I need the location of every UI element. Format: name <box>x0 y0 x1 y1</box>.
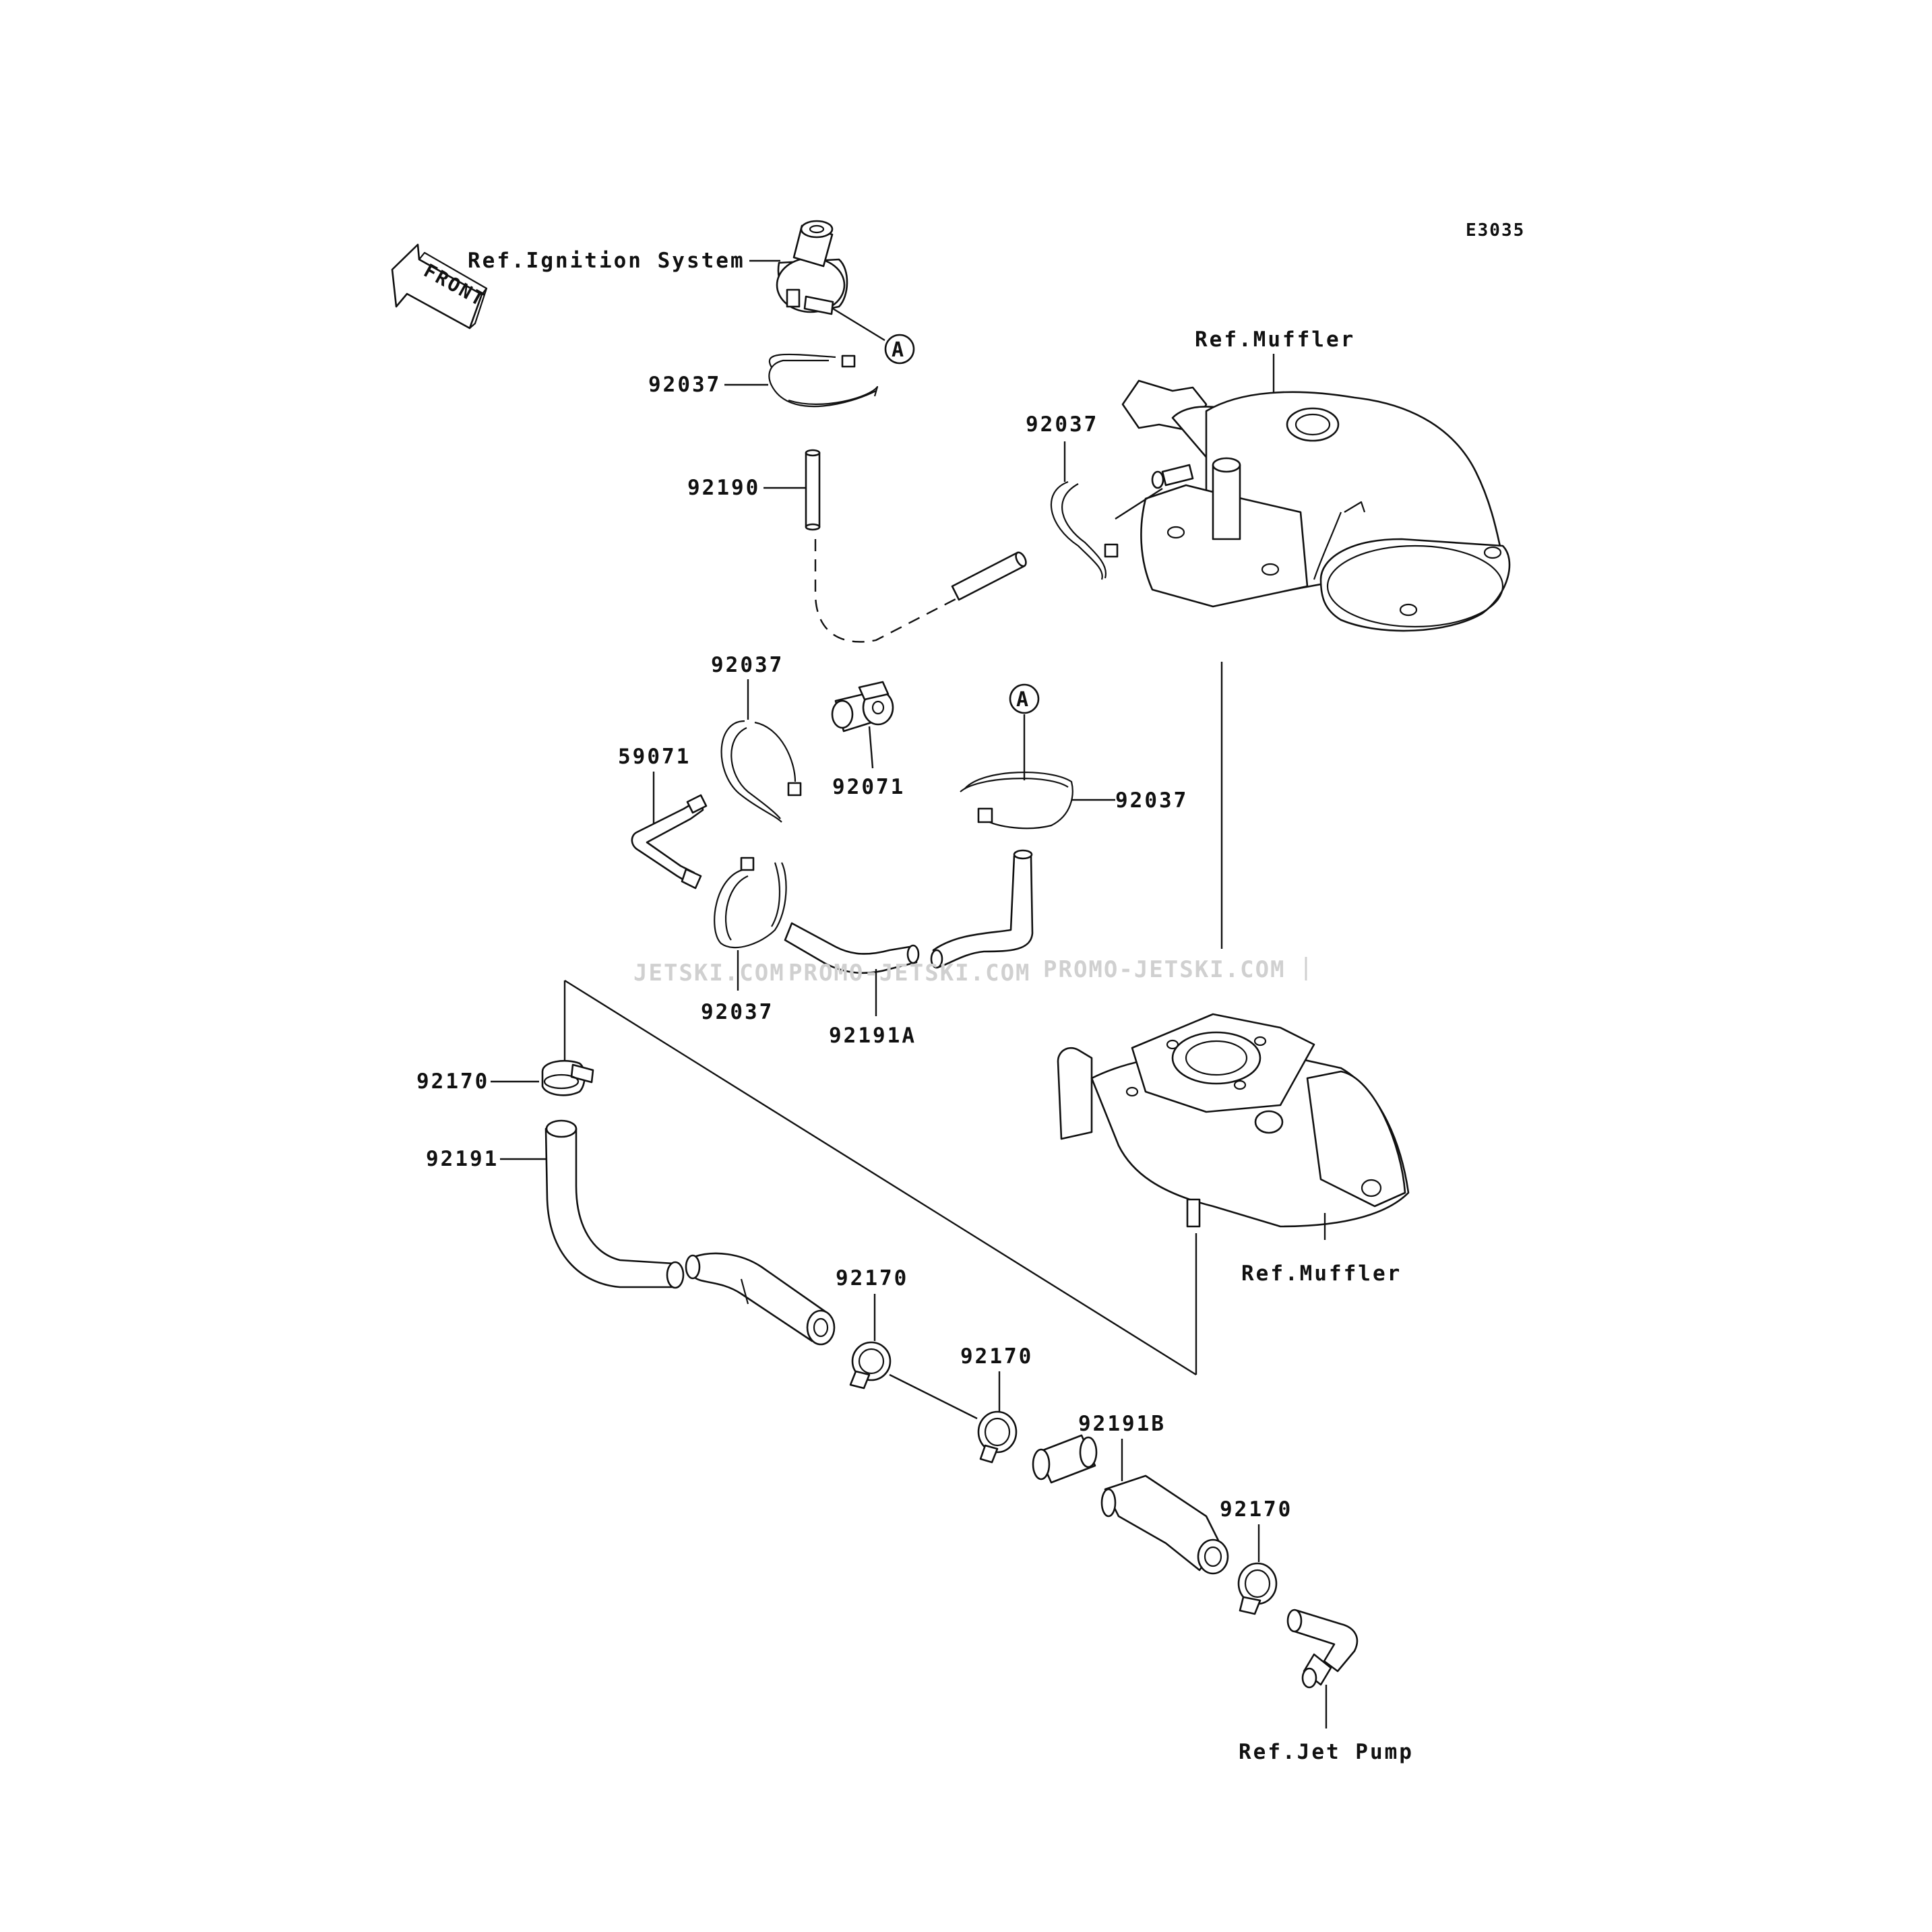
muffler-lower <box>1057 1013 1410 1228</box>
part-label-59071: 59071 <box>618 745 691 769</box>
ignition-junction-fitting[interactable] <box>776 220 848 315</box>
clamp-92037-top[interactable] <box>768 353 879 408</box>
part-label-92170-mid1: 92170 <box>836 1266 908 1290</box>
marker-a-top: A <box>884 334 915 365</box>
part-label-92170-mid2: 92170 <box>960 1344 1033 1369</box>
hose-92190[interactable] <box>805 449 821 531</box>
muffler-upper <box>1121 379 1511 632</box>
ref-ignition-label: Ref.Ignition System <box>468 249 745 273</box>
hose-92191[interactable] <box>544 1119 836 1346</box>
clamp-92037-mid-left[interactable] <box>720 720 802 823</box>
marker-a-right: A <box>1009 683 1040 714</box>
part-label-92037-top: 92037 <box>648 373 721 397</box>
clamp-92170-mid1[interactable] <box>849 1341 892 1390</box>
jet-pump-elbow-fitting[interactable] <box>1286 1609 1359 1689</box>
ref-jet-pump-label: Ref.Jet Pump <box>1239 1740 1414 1764</box>
part-label-92190: 92190 <box>687 476 760 500</box>
clamp-92037-right[interactable] <box>960 771 1073 830</box>
clamp-92170-mid2[interactable] <box>977 1410 1018 1464</box>
part-label-92191: 92191 <box>426 1147 499 1171</box>
ref-muffler-upper-label: Ref.Muffler <box>1195 328 1355 352</box>
pipe-59071[interactable] <box>631 794 708 890</box>
hose-92191b[interactable] <box>1032 1434 1229 1575</box>
clamp-92037-lower-left[interactable] <box>714 856 787 949</box>
watermark-1: JETSKI.COM <box>633 960 785 987</box>
watermark-3: PROMO-JETSKI.COM <box>1043 956 1286 983</box>
clamp-92037-muffler[interactable] <box>1050 480 1119 580</box>
svg-text:A: A <box>1016 688 1028 712</box>
part-label-92037-muffler: 92037 <box>1026 412 1098 437</box>
hose-92191a[interactable] <box>784 849 1034 974</box>
hose-92190-end[interactable] <box>951 551 1028 601</box>
part-label-92037-lower-left: 92037 <box>701 1000 774 1024</box>
part-label-92170-bottom: 92170 <box>1220 1497 1292 1522</box>
part-label-92037-right: 92037 <box>1115 788 1188 813</box>
clamp-92170-top[interactable] <box>541 1059 594 1096</box>
part-label-92191a: 92191A <box>829 1024 916 1048</box>
watermark-2: PROMO-JETSKI.COM <box>788 960 1031 987</box>
svg-text:A: A <box>892 338 904 362</box>
part-label-92191b: 92191B <box>1078 1412 1166 1436</box>
ref-muffler-lower-label: Ref.Muffler <box>1241 1261 1402 1286</box>
part-label-92170-top: 92170 <box>416 1069 489 1094</box>
diagram-code: E3035 <box>1466 220 1525 241</box>
clamp-92170-bottom[interactable] <box>1237 1562 1278 1615</box>
fitting-92071[interactable] <box>831 681 894 733</box>
part-label-92037-mid-left: 92037 <box>711 653 784 677</box>
part-label-92071: 92071 <box>832 775 905 799</box>
